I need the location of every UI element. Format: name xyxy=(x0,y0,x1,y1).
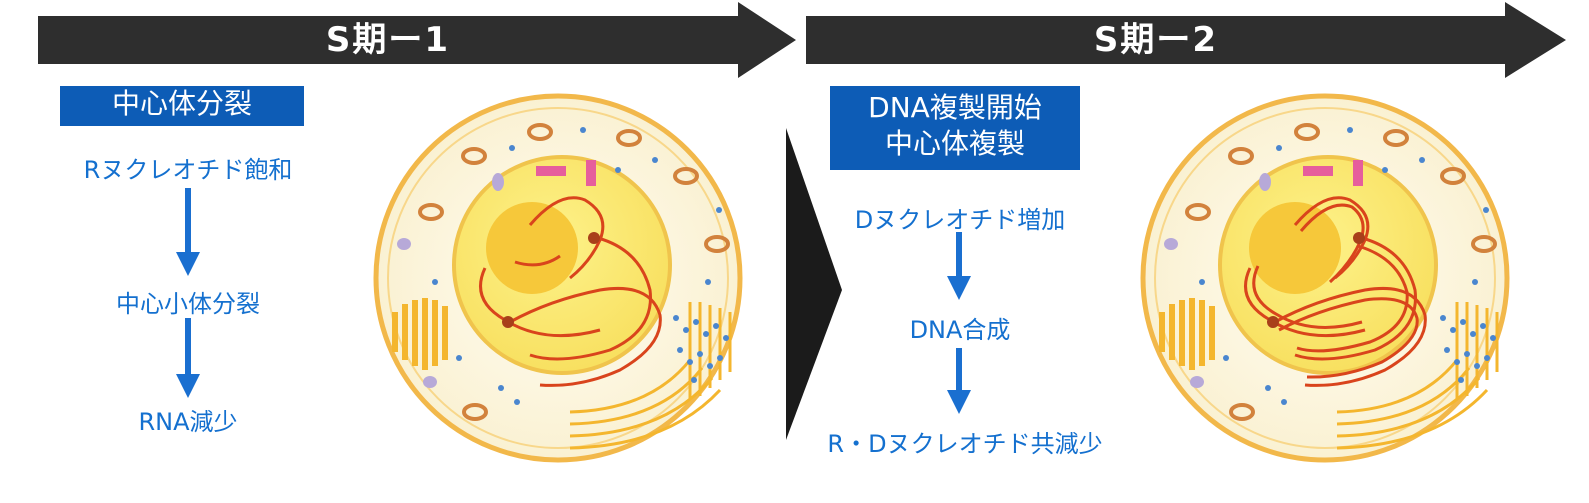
phase2-step-2: DNA合成 xyxy=(909,316,1011,344)
cell-illustration-icon xyxy=(1140,93,1510,463)
flow-arrow-2b xyxy=(947,348,971,414)
flow-arrow-1b xyxy=(176,318,200,398)
cell-illustration-icon xyxy=(373,93,743,463)
chevron-right-icon xyxy=(786,128,842,440)
phase2-arrow xyxy=(806,2,1566,78)
phase2-event-box: DNA複製開始 中心体複製 xyxy=(830,86,1080,170)
phase1-event-line: 中心体分裂 xyxy=(111,87,252,120)
phase1-event-box: 中心体分裂 xyxy=(60,86,304,126)
flow-arrow-2a xyxy=(947,232,971,300)
phase1-step-2: 中心小体分裂 xyxy=(116,290,260,318)
phase1-title: S期ー1 xyxy=(325,20,451,60)
phase2-step-3: R・Dヌクレオチド共減少 xyxy=(827,430,1103,458)
phase2-title: S期ー2 xyxy=(1093,20,1219,60)
phase1-step-3: RNA減少 xyxy=(138,408,238,436)
phase1-step-1: Rヌクレオチド飽和 xyxy=(83,156,293,184)
phase1-arrow xyxy=(38,2,796,78)
phase2-event-line-2: 中心体複製 xyxy=(884,127,1025,160)
phase2-event-line-1: DNA複製開始 xyxy=(868,91,1042,124)
flow-arrow-1a xyxy=(176,188,200,276)
phase2-step-1: Dヌクレオチド増加 xyxy=(854,206,1066,234)
